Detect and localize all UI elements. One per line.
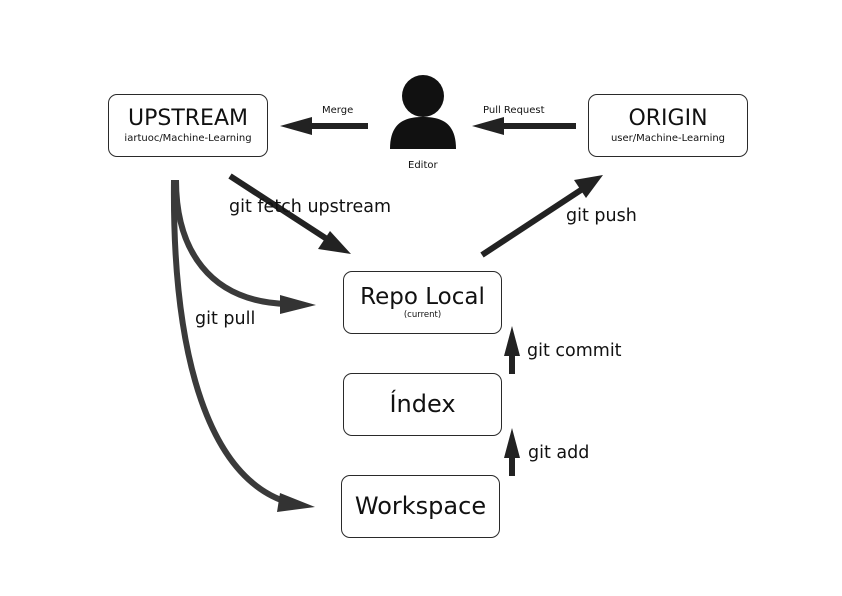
merge-arrow [280, 117, 368, 135]
editor-label: Editor [408, 160, 438, 171]
add-label: git add [528, 443, 590, 463]
pull-label: git pull [195, 309, 256, 329]
index-node: Índex [343, 373, 502, 436]
pull-request-arrow [472, 117, 576, 135]
push-arrow [480, 175, 603, 258]
repo-local-node: Repo Local (current) [343, 271, 502, 334]
repo-local-subtitle: (current) [403, 309, 442, 320]
workspace-title: Workspace [354, 492, 487, 521]
upstream-title: UPSTREAM [128, 105, 248, 131]
pull-curve-to-workspace-head [277, 493, 315, 512]
origin-node: ORIGIN user/Machine-Learning [588, 94, 748, 157]
commit-arrow [504, 326, 520, 374]
origin-title: ORIGIN [628, 105, 708, 131]
pull-request-label: Pull Request [483, 105, 545, 116]
merge-label: Merge [322, 105, 354, 116]
push-label: git push [566, 206, 637, 226]
commit-label: git commit [527, 341, 622, 361]
repo-local-title: Repo Local [360, 283, 485, 310]
upstream-subtitle: iartuoc/Machine-Learning [124, 133, 252, 145]
person-icon [390, 75, 456, 149]
add-arrow [504, 428, 520, 476]
fetch-arrow [228, 173, 351, 254]
pull-curve-to-repo-head [280, 295, 316, 314]
pull-curve-to-repo [173, 179, 289, 307]
fetch-label: git fetch upstream [229, 197, 391, 217]
pull-curve-to-workspace [170, 179, 291, 506]
workspace-node: Workspace [341, 475, 500, 538]
upstream-node: UPSTREAM iartuoc/Machine-Learning [108, 94, 268, 157]
index-title: Índex [389, 390, 456, 419]
origin-subtitle: user/Machine-Learning [610, 133, 726, 145]
